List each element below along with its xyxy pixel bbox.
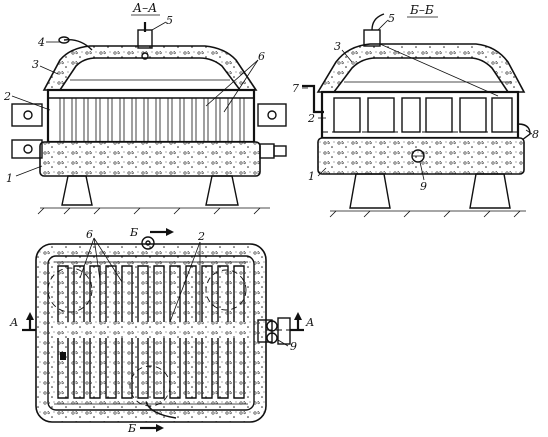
top-fitting-cable-bb: [371, 13, 385, 31]
callout-2-aa: 2: [3, 90, 11, 103]
leader-6a-plan: [79, 237, 95, 279]
left-bracket-aa: [11, 103, 43, 127]
cut-a-left-label: А: [9, 316, 18, 329]
foot-right-bb: [469, 173, 511, 209]
section-bb-title: Б–Б: [409, 3, 434, 17]
plan-lead-wire: [145, 401, 177, 419]
leader-9-bb: [419, 161, 425, 181]
callout-2-bb: 2: [307, 112, 315, 125]
leader-5-bb: [377, 19, 389, 31]
cut-b-bottom-arrow: [156, 424, 164, 432]
leader-2a-plan: [169, 241, 201, 323]
plan-top-fitting-core: [145, 240, 151, 246]
callout-3-bb: 3: [334, 40, 341, 53]
side-nipple-aa: [259, 143, 275, 159]
leader-3-aa: [39, 65, 59, 75]
plan-casing: [35, 243, 267, 423]
cells-bb: [333, 97, 513, 133]
left-bracket-lower-aa: [11, 139, 43, 159]
cut-b-top-arrow: [166, 228, 174, 236]
cut-a-left-arrow: [26, 312, 34, 320]
base-slab-1-aa: [39, 141, 261, 177]
leader-6c-plan: [93, 237, 123, 283]
side-nipple-nut-aa: [273, 145, 287, 157]
cut-a-right-arrow: [294, 312, 302, 320]
lid-3-bb: [316, 43, 526, 93]
leader-8-bb: [525, 129, 533, 135]
foot-left-aa: [61, 175, 93, 206]
leader-5-aa: [151, 21, 167, 31]
callout-4-aa: 4: [37, 36, 45, 49]
callout-1-bb: 1: [308, 170, 315, 183]
leader-9-plan: [277, 339, 289, 347]
cut-b-top-label: Б: [129, 226, 138, 239]
callout-3-aa: 3: [32, 58, 39, 71]
floor-hatch-bb: [329, 210, 521, 218]
plan-terminal-bottom: [129, 365, 171, 407]
pipe-7-bb: [302, 84, 324, 114]
plan-view: Б Б А А: [9, 226, 314, 435]
plan-marker-block: [60, 352, 66, 360]
diagonal-rod-bb: [379, 43, 499, 97]
section-aa-view: А–А: [3, 1, 287, 215]
callout-6-aa: 6: [258, 50, 265, 63]
foot-left-bb: [349, 173, 391, 209]
callout-5-aa: 5: [166, 14, 173, 27]
plan-drain-nut-a: [266, 320, 278, 332]
plan-terminal-left: [47, 267, 93, 313]
callout-9-plan: 9: [290, 340, 297, 353]
plan-terminal-right: [205, 269, 247, 311]
foot-right-aa: [205, 175, 239, 206]
top-bolt-aa: [141, 52, 149, 60]
leader-6b-aa: [223, 59, 259, 113]
plan-heating-coils-lower: [54, 338, 248, 405]
clip-8-bb: [517, 123, 531, 141]
plan-drain-cap: [277, 317, 291, 345]
left-bracket-lower-bolt-aa: [23, 144, 33, 154]
callout-7-bb: 7: [292, 82, 299, 95]
callout-8-bb: 8: [532, 128, 539, 141]
right-bracket-aa: [257, 103, 287, 127]
section-aa-title: А–А: [132, 1, 157, 15]
leader-1-bb: [317, 167, 327, 177]
cut-a-right-label: А: [305, 316, 314, 329]
callout-1-aa: 1: [6, 172, 13, 185]
leader-1-aa: [15, 165, 43, 177]
plan-top-fitting: [141, 236, 155, 250]
cut-b-bottom-label: Б: [127, 422, 136, 435]
lid-3-aa: [42, 45, 258, 91]
callout-5-bb: 5: [388, 12, 395, 25]
section-bb-view: Б–Б: [292, 3, 539, 218]
leader-6b-plan: [93, 237, 101, 281]
callout-6-plan: 6: [86, 228, 93, 241]
plan-drain-nut-b: [266, 332, 278, 344]
callout-2-plan: 2: [197, 230, 205, 243]
right-bracket-bolt-aa: [267, 110, 277, 120]
leader-2-aa: [11, 95, 51, 111]
probe-4-tip-aa: [58, 36, 70, 44]
heating-elements-6-aa: [59, 97, 245, 143]
probe-4-aa: [63, 39, 93, 51]
floor-hatch-aa: [37, 207, 261, 215]
leader-3-bb: [341, 49, 353, 63]
plan-inner-frame: [47, 255, 255, 411]
callout-9-bb: 9: [420, 180, 427, 193]
leader-6a-aa: [205, 59, 259, 107]
plan-heating-coils-upper: [54, 261, 248, 322]
left-bracket-bolt-aa: [23, 110, 33, 120]
